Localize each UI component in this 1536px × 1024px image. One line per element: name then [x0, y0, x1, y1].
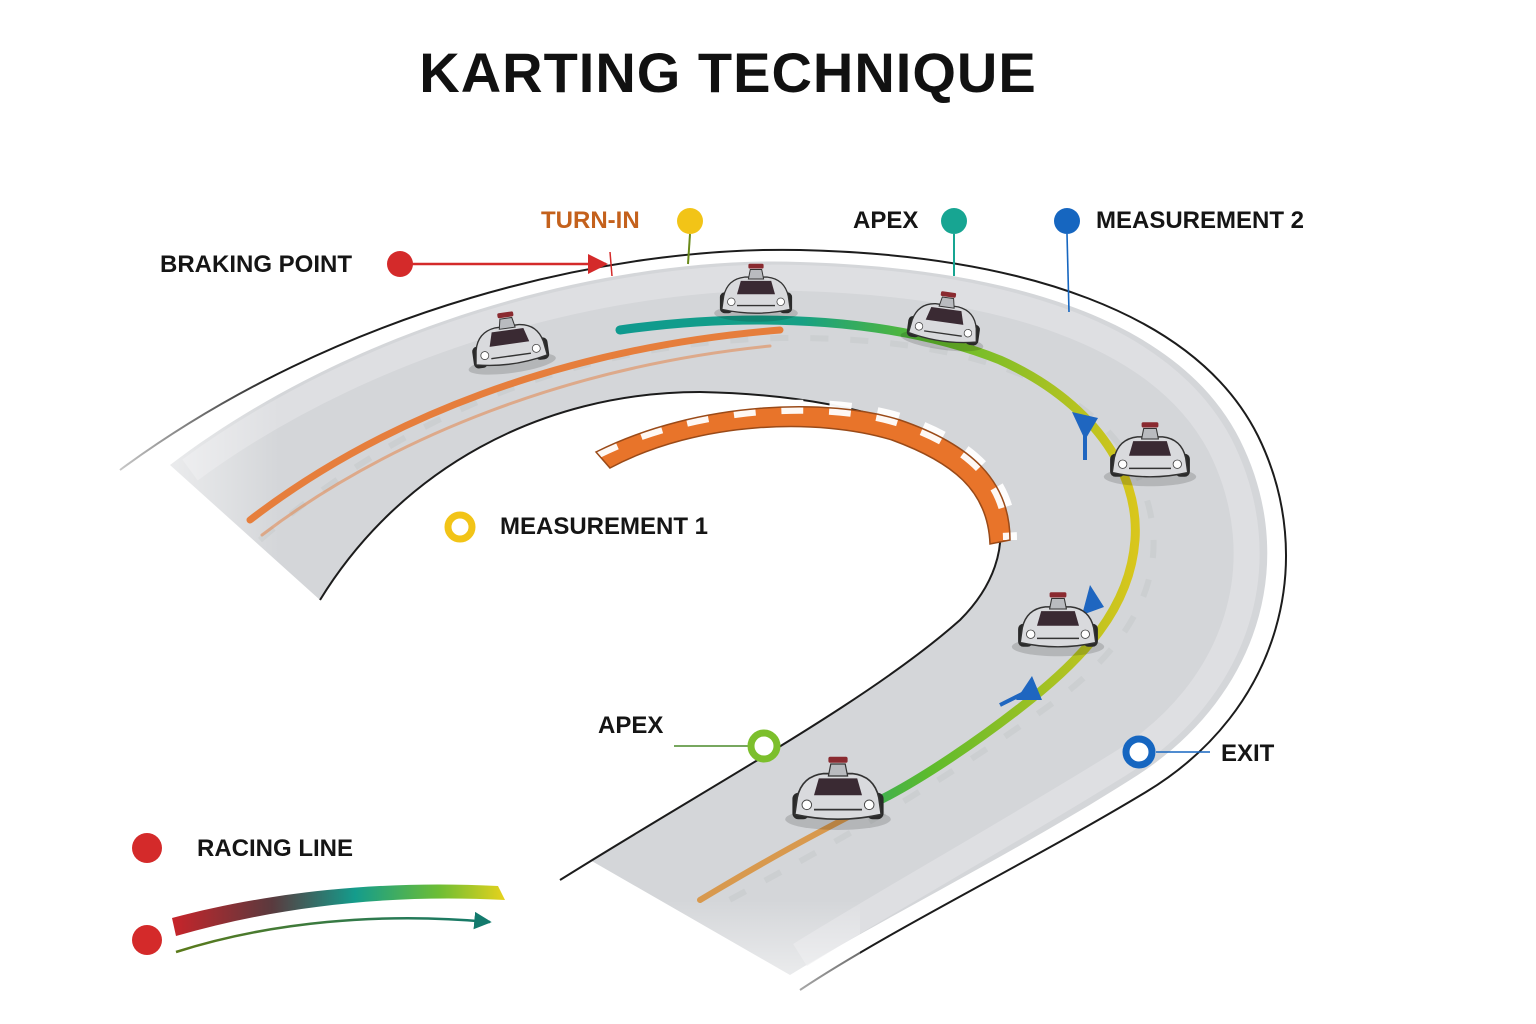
location-dot-icon	[941, 208, 967, 234]
apex-bottom-marker: APEX	[598, 712, 781, 763]
direction-arrow-icon	[175, 911, 492, 954]
braking-point-label: BRAKING POINT	[160, 251, 352, 278]
location-dot-icon	[677, 208, 703, 234]
legend-racing-line-label: RACING LINE	[197, 835, 353, 862]
ring-marker-icon	[444, 511, 476, 543]
braking-stripe	[246, 326, 784, 524]
direction-arrow-icon	[999, 412, 1104, 707]
braking-point-marker: BRAKING POINT	[160, 251, 613, 278]
measurement-1-label: MEASUREMENT 1	[500, 513, 708, 540]
turn-in-marker: TURN-IN	[541, 207, 703, 265]
location-dot-icon	[132, 925, 162, 955]
exit-label: EXIT	[1221, 740, 1275, 767]
measurement-2-marker: MEASUREMENT 2	[1054, 207, 1304, 313]
location-dot-icon	[1054, 208, 1080, 234]
exit-marker: EXIT	[1122, 735, 1275, 769]
turn-in-label: TURN-IN	[541, 207, 640, 234]
location-dot-icon	[387, 251, 413, 277]
apex-top-marker: APEX	[853, 207, 967, 276]
apex-bottom-label: APEX	[598, 712, 663, 739]
ring-marker-icon	[1122, 735, 1156, 769]
inner-curb	[592, 399, 1017, 545]
page-title: KARTING TECHNIQUE	[419, 41, 1036, 104]
measurement-1-marker: MEASUREMENT 1	[444, 511, 708, 543]
apex-top-label: APEX	[853, 207, 918, 234]
track-surface	[170, 261, 1268, 975]
ring-marker-icon	[747, 729, 781, 763]
legend-racing-line-ribbon	[172, 884, 505, 936]
track-outer-edge	[119, 248, 1287, 991]
location-dot-icon	[132, 833, 162, 863]
measurement-2-label: MEASUREMENT 2	[1096, 207, 1304, 234]
legend: RACING LINE	[132, 833, 505, 955]
